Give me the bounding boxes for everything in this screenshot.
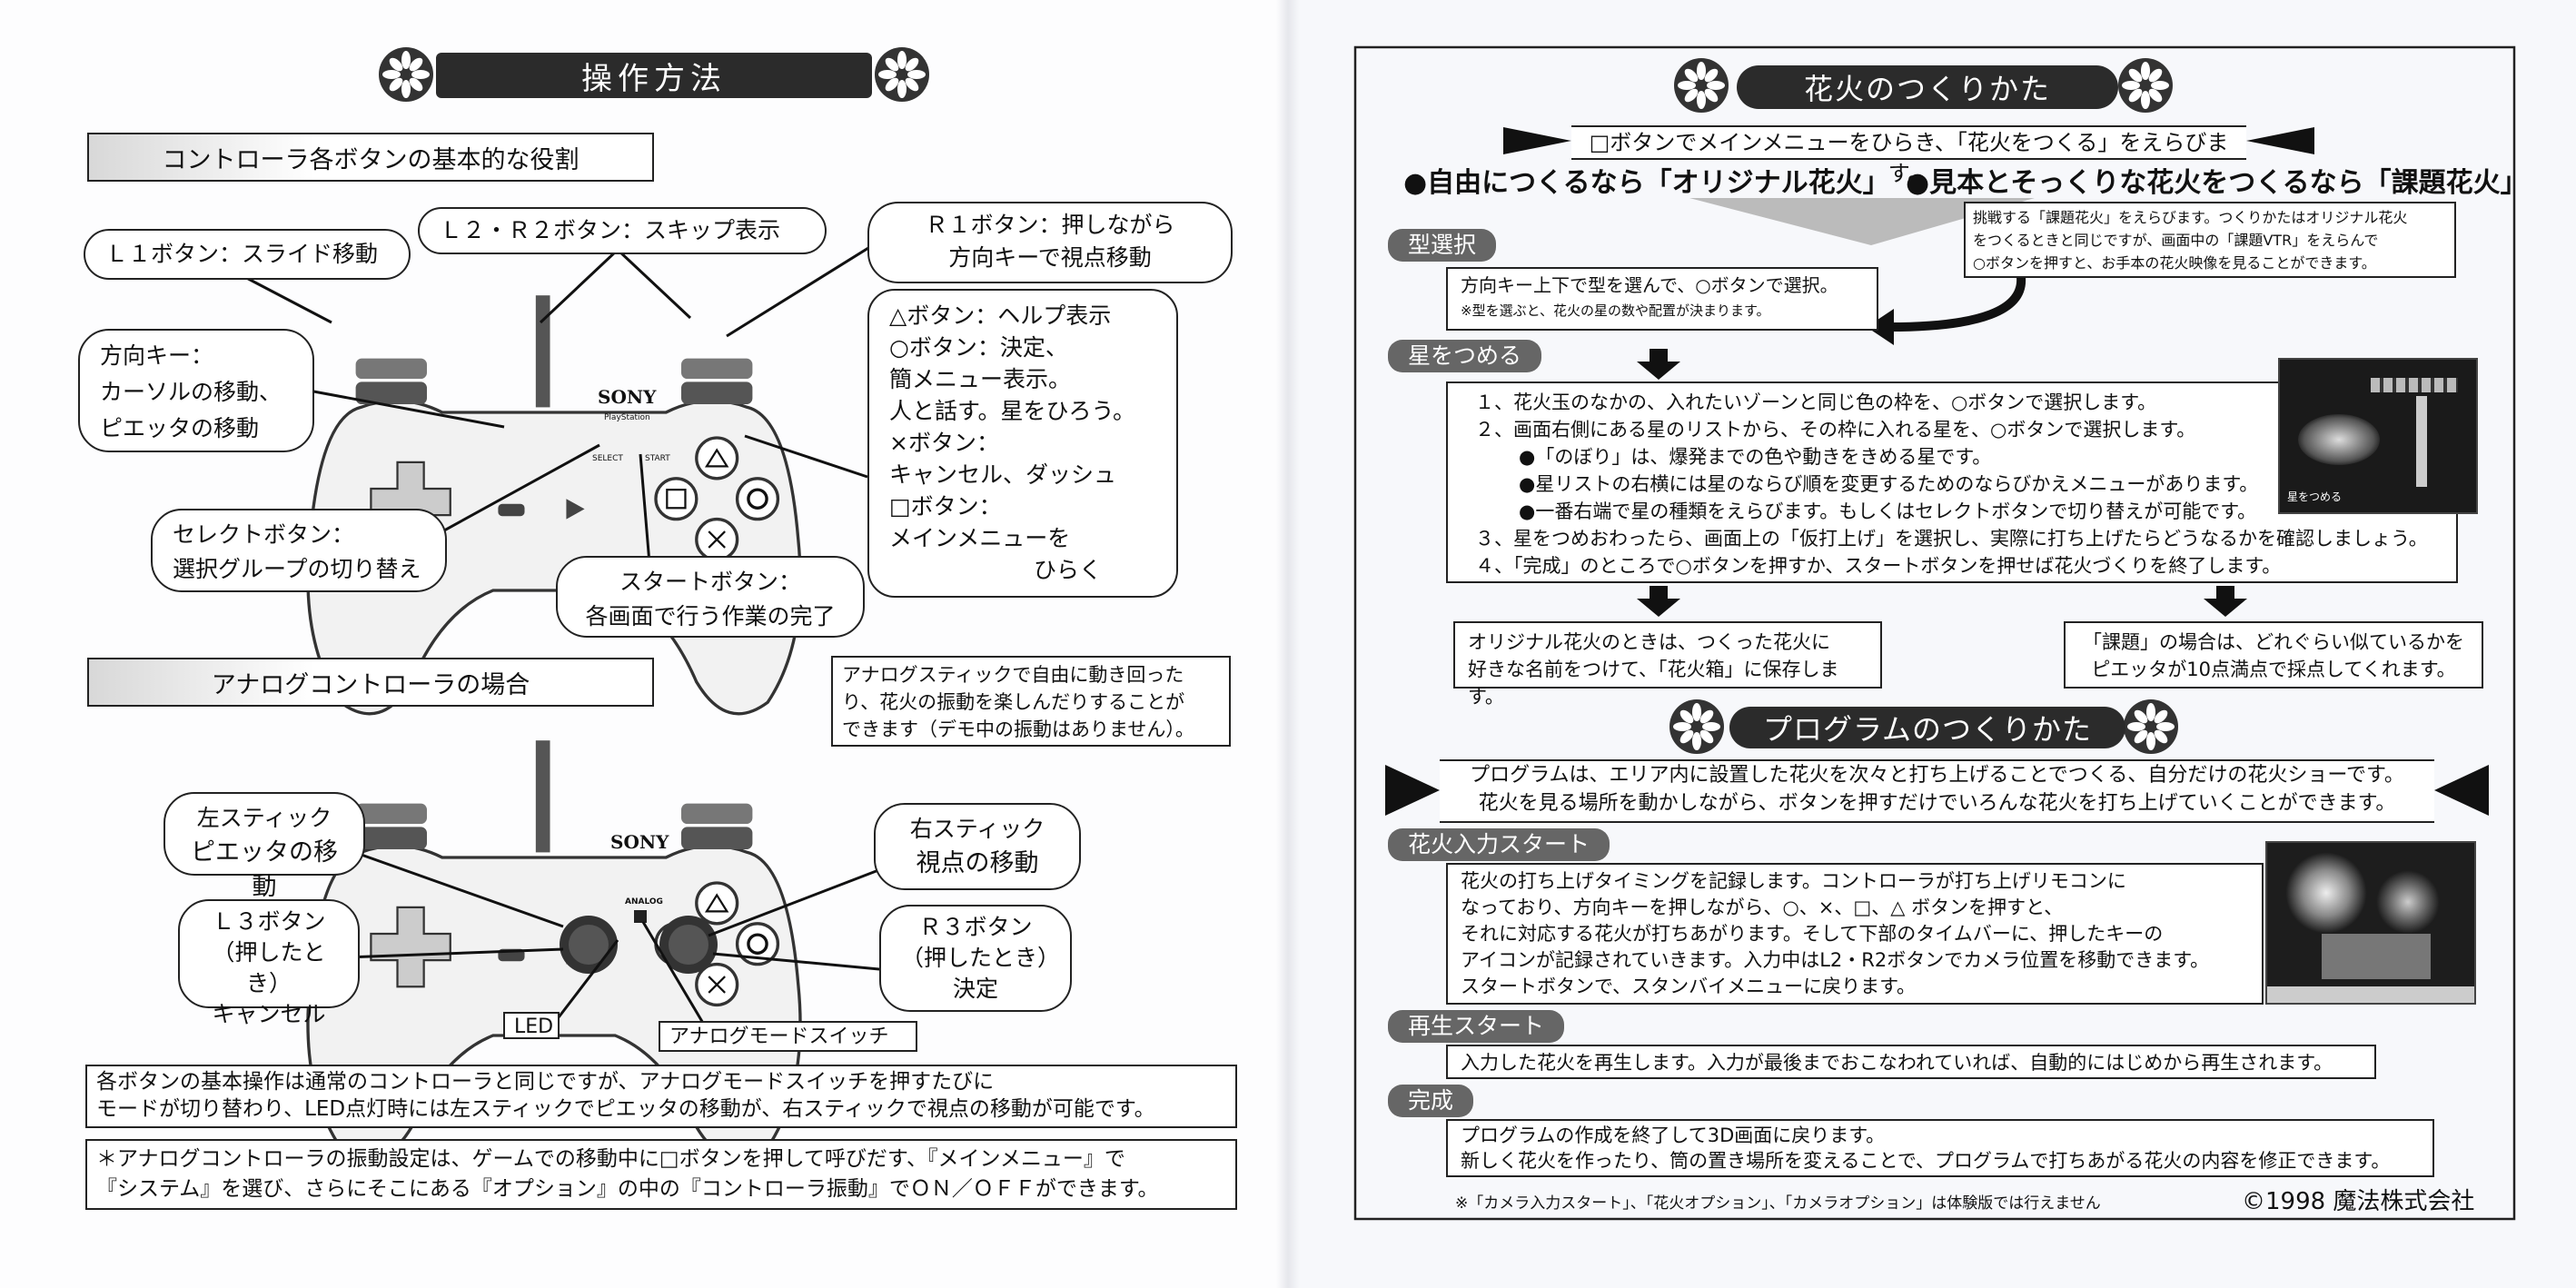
footnote: ※「カメラ入力スタート」、「花火オプション」、「カメラオプション」は体験版では行… (1455, 1194, 2101, 1213)
input-box: 花火の打ち上げタイミングを記録します。コントローラが打ち上げリモコンに なってお… (1446, 863, 2264, 1005)
page-title-right: 花火のつくりかた (1737, 65, 2118, 109)
option-original: ●自由につくるなら「オリジナル花火」 (1403, 167, 1890, 199)
arrow-instruction: □ボタンでメインメニューをひらき、「花火をつくる」をえらびます。 (1571, 125, 2246, 186)
controller-brand: SONY (598, 386, 657, 408)
tab-input-start: 花火入力スタート (1388, 828, 1610, 861)
tab-complete: 完成 (1388, 1085, 1474, 1117)
callout-right-stick: 右スティック視点の移動 (874, 803, 1081, 890)
callout-r1: Ｒ１ボタン：押しながら方向キーで視点移動 (867, 202, 1233, 283)
tab-fill-stars: 星をつめる (1388, 340, 1542, 372)
tab-type-select: 型選択 (1388, 229, 1497, 262)
program-intro: プログラムは、エリア内に設置した花火を次々と打ち上げることでつくる、自分だけの花… (1440, 759, 2434, 823)
callout-start: スタートボタン：各画面で行う作業の完了 (556, 556, 865, 638)
screenshot-caption: 星をつめる (2287, 490, 2343, 503)
controller-start-label: START (645, 454, 670, 463)
callout-l2r2: Ｌ２・Ｒ２ボタン：スキップ表示 (418, 207, 827, 254)
page-fold (1276, 0, 1300, 1288)
bottom-text-vibration: ＊アナログコントローラの振動設定は、ゲームでの移動中に□ボタンを押して呼びだす、… (85, 1139, 1237, 1210)
callout-r3: Ｒ３ボタン（押したとき）決定 (879, 905, 1072, 1012)
result-original: オリジナル花火のときは、つくった花火に好きな名前をつけて、「花火箱」に保存します… (1453, 621, 1882, 708)
option-task: ●見本とそっくりな花火をつくるなら「課題花火」 (1906, 167, 2528, 199)
game-screenshot-program (2265, 841, 2476, 1005)
section-label-analog: アナログコントローラの場合 (87, 658, 654, 707)
callout-dpad: 方向キー：カーソルの移動、ピエッタの移動 (78, 329, 314, 452)
page-title-program: プログラムのつくりかた (1729, 707, 2125, 748)
controller-select-label: SELECT (592, 454, 623, 463)
led-label: LED (503, 1012, 560, 1039)
analog-note: アナログスティックで自由に動き回ったり、花火の振動を楽しんだりすることができます… (831, 656, 1231, 747)
controller-brand-analog: SONY (610, 831, 669, 853)
controller-analog-label: ANALOG (625, 897, 663, 907)
bottom-text-basic: 各ボタンの基本操作は通常のコントローラと同じですが、アナログモードスイッチを押す… (85, 1065, 1237, 1128)
game-screenshot-stars: 星をつめる (2278, 358, 2478, 514)
step1-box: 方向キー上下で型を選んで、○ボタンで選択。 ※型を選ぶと、花火の星の数や配置が決… (1446, 267, 1878, 331)
replay-box: 入力した花火を再生します。入力が最後までおこなわれていれば、自動的にはじめから再… (1446, 1045, 2376, 1079)
controller-logo: PlayStation (604, 413, 650, 422)
task-note: 挑戦する「課題花火」をえらびます。つくりかたはオリジナル花火をつくるときと同じで… (1964, 202, 2456, 278)
callout-left-stick: 左スティックピエッタの移動 (163, 792, 365, 901)
callout-select: セレクトボタン：選択グループの切り替え (151, 509, 447, 592)
section-label-buttons: コントローラ各ボタンの基本的な役割 (87, 133, 654, 182)
callout-l3: Ｌ３ボタン（押したとき）キャンセル (178, 899, 360, 1027)
page-title-left: 操作方法 (436, 53, 872, 98)
complete-box: プログラムの作成を終了して3D画面に戻ります。新しく花火を作ったり、筒の置き場所… (1446, 1119, 2434, 1177)
copyright: ©1998 魔法株式会社 (2242, 1188, 2475, 1215)
callout-face-buttons: △ボタン：ヘルプ表示 ○ボタン：決定、 簡メニュー表示。 人と話す。星をひろう。… (867, 289, 1178, 598)
analog-switch-label: アナログモードスイッチ (659, 1021, 917, 1052)
callout-l1: Ｌ１ボタン：スライド移動 (84, 229, 411, 280)
tab-replay-start: 再生スタート (1388, 1010, 1565, 1043)
result-task: 「課題」の場合は、どれぐらい似ているかをピエッタが10点満点で採点してくれます。 (2064, 621, 2483, 689)
